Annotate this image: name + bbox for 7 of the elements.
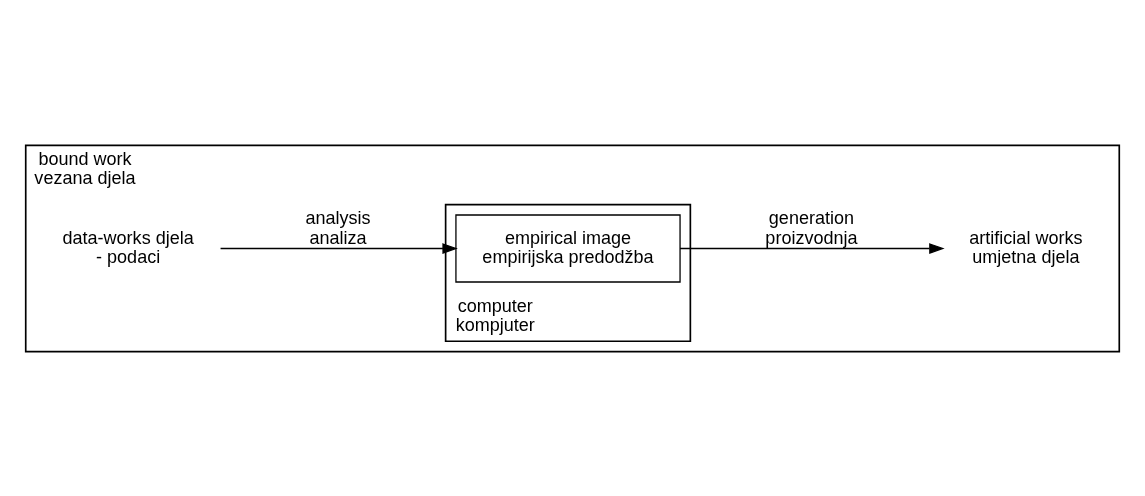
edge-label: analysis analiza [305, 207, 371, 248]
node-text: artificial works umjetna djela [969, 227, 1083, 267]
arrow [679, 242, 945, 254]
edge-label: generation proizvodnja [765, 207, 858, 248]
arrow [219, 242, 458, 254]
node-box: empirical image empirijska predodžba [455, 213, 681, 283]
node-text: data-works djela - podaci [62, 227, 194, 267]
